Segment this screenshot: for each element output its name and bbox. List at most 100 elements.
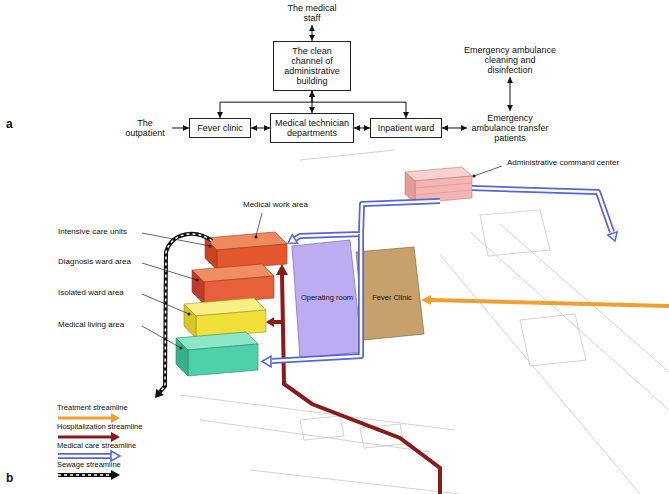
node-text: Fever clinic (193, 123, 247, 133)
label-holder: Intensive care units (57, 228, 128, 237)
medical-care-streamline (295, 201, 440, 239)
label-holder: Administrative command center (506, 159, 620, 168)
legend-holder: Sewage streamline (57, 461, 121, 469)
label-holder: Operating room (301, 294, 353, 302)
medical-care-streamline (272, 234, 361, 361)
label-text: b (6, 472, 13, 485)
flow-arrow (312, 25, 313, 41)
legend-line (58, 455, 111, 458)
building-face (188, 344, 258, 376)
label-holder: b (6, 472, 13, 485)
label-text: Fever Clinic (372, 294, 412, 302)
building-outline (480, 210, 550, 256)
leader-dot (254, 235, 257, 238)
leader-dot (179, 346, 182, 349)
medical-care-streamline (295, 201, 440, 239)
label-text: Medical living area (58, 321, 124, 330)
site-line (180, 395, 455, 430)
label-text: a (6, 118, 13, 131)
building-face (176, 338, 188, 376)
legend-text: Sewage streamline (57, 461, 121, 469)
flow-arrow (510, 77, 511, 111)
streamline-head (288, 235, 298, 244)
site-line (250, 470, 460, 494)
legend-sample (58, 470, 120, 480)
legend-head (111, 413, 120, 423)
leader-dot (187, 312, 190, 315)
node-text: Inpatient ward (374, 123, 438, 133)
leader-dot (208, 244, 211, 247)
road-line (470, 232, 669, 410)
node-text: Medical technician departments (274, 118, 350, 138)
process-box: Inpatient ward (370, 118, 442, 138)
legend-head (111, 451, 120, 461)
building-face (184, 304, 196, 338)
label-holder: a (6, 118, 13, 131)
road-line (440, 255, 640, 494)
node-text: Emergency ambulance cleaning and disinfe… (462, 45, 558, 75)
legend-line (58, 473, 111, 477)
label-text: Diagnosis ward area (58, 258, 131, 267)
legend-text: Hospitalization streamline (57, 423, 142, 431)
leader-line (474, 166, 502, 176)
leader-dot (195, 278, 198, 281)
node-text: The outpatient (120, 118, 170, 138)
legend-head (111, 470, 120, 480)
legend-text: Treatment streamline (57, 404, 128, 412)
text-node: Emergency ambulance transfer patients (467, 111, 553, 145)
hospitalization-streamline (274, 320, 282, 324)
process-box: Fever clinic (189, 118, 251, 138)
label-text: Isolated ward area (58, 289, 124, 298)
legend-holder: Treatment streamline (57, 404, 128, 412)
process-box: Medical technician departments (270, 113, 354, 143)
leader-line (142, 263, 197, 280)
legend-line (58, 436, 111, 439)
legend-holder: Hospitalization streamline (57, 423, 142, 431)
legend-sample (58, 451, 120, 461)
leader-line (142, 326, 181, 348)
legend-line (58, 417, 111, 420)
floor-line (415, 190, 472, 195)
label-text: Administrative command center (507, 159, 619, 168)
building-face (192, 270, 204, 304)
label-holder: Medical work area (242, 201, 309, 210)
building-face (405, 172, 415, 203)
flow-arrow (354, 127, 370, 128)
node-text: The medical staff (282, 3, 342, 23)
node-text: The clean channel of administrative buil… (277, 46, 347, 86)
label-holder: Isolated ward area (57, 289, 125, 298)
process-box: The clean channel of administrative buil… (273, 41, 351, 91)
legend-head (111, 432, 120, 442)
building-outline (300, 416, 344, 440)
leader-line (142, 294, 189, 314)
label-holder: Medical living area (57, 321, 125, 330)
streamline-head (608, 232, 617, 241)
text-node: Emergency ambulance cleaning and disinfe… (460, 43, 560, 77)
site-line (300, 150, 395, 160)
flow-arrow (251, 127, 270, 128)
streamline-head (155, 389, 164, 398)
label-text: Medical work area (243, 201, 308, 210)
legend-sample (58, 432, 120, 442)
leader-line (142, 233, 210, 246)
label-holder: Diagnosis ward area (57, 258, 132, 267)
building-block (292, 240, 362, 358)
floor-line (415, 183, 472, 188)
flow-arrow (172, 127, 189, 128)
label-text: Intensive care units (58, 228, 127, 237)
treatment-streamline (431, 300, 669, 306)
label-text: Operating room (301, 294, 353, 302)
label-holder: Fever Clinic (372, 294, 412, 302)
building-outline (520, 314, 586, 366)
building-block (356, 247, 424, 340)
legend-sample (58, 413, 120, 423)
building-face (205, 238, 217, 270)
streamline-head (266, 317, 274, 327)
node-text: Emergency ambulance transfer patients (469, 113, 551, 143)
leader-dot (472, 174, 475, 177)
streamline-head (262, 356, 271, 367)
text-node: The medical staff (280, 1, 344, 25)
legend-holder: Medical care streamline (57, 442, 136, 450)
